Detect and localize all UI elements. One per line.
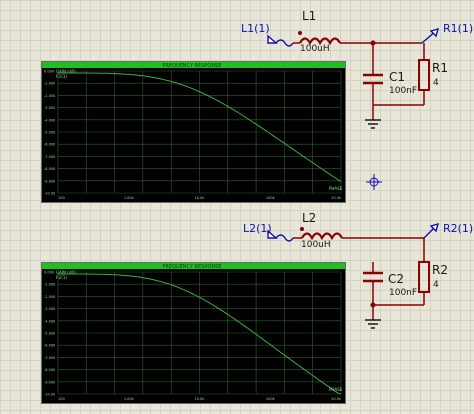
y-tick-label: -5.000 [44, 131, 55, 135]
x-tick-label: 1.00k [124, 196, 135, 200]
graph-2-y-ticks: 0.000 -1.000 -2.000 -3.000 -4.000 -5.000 -6.00… [44, 271, 55, 397]
resistor-r2-value: 4 [433, 280, 439, 290]
y-tick-label: -1.000 [44, 283, 55, 287]
inductor-l1-value: 100uH [300, 44, 330, 54]
circuit-1[interactable] [267, 27, 440, 129]
y-tick-label: -4.000 [44, 319, 55, 323]
resistor-r2[interactable] [418, 261, 430, 293]
y-tick-label: -3.000 [44, 307, 55, 311]
y-tick-label: 0.000 [44, 271, 54, 275]
circuit-2[interactable] [267, 222, 440, 329]
y-tick-label: -6.000 [44, 143, 55, 147]
graph-1-title: FREQUENCY RESPONSE [163, 63, 222, 69]
capacitor-c1-value: 100nF [389, 86, 418, 96]
inductor-l2-value: 100uH [301, 240, 331, 250]
graph-2-x-ticks: 100 1.00k 10.0k 100k 10.0k [58, 397, 342, 401]
probe-l2-icon[interactable] [267, 229, 294, 242]
y-tick-label: -9.000 [44, 179, 55, 183]
y-tick-label: 0.000 [44, 70, 54, 74]
graph-1-header-bar [42, 62, 345, 68]
resistor-r1[interactable] [418, 59, 430, 91]
y-tick-label: -4.000 [44, 118, 55, 122]
y-tick-label: -2.000 [44, 94, 55, 98]
inductor-l2-name: L2 [302, 211, 317, 225]
graph-2-canvas: FREQUENCY RESPONSE GAIN (dB) R2(1) 0.000… [42, 263, 345, 401]
y-tick-label: -8.000 [44, 368, 55, 372]
capacitor-c2-name: C2 [388, 272, 405, 286]
y-tick-label: -7.000 [44, 155, 55, 159]
x-tick-label: 10.0k [331, 196, 342, 200]
graph-1-corner-label: PHASE [329, 186, 343, 191]
inductor-l2-pin-dot [300, 227, 304, 231]
crosshair-cursor-icon [366, 174, 382, 190]
y-tick-label: -6.000 [44, 344, 55, 348]
frequency-response-graph-2[interactable]: FREQUENCY RESPONSE GAIN (dB) R2(1) 0.000… [41, 262, 346, 404]
x-tick-label: 100 [58, 397, 65, 401]
inductor-l1[interactable] [299, 37, 341, 46]
probe-l1-label: L1(1) [241, 22, 270, 35]
y-tick-label: -7.000 [44, 356, 55, 360]
probe-r1-icon[interactable] [421, 27, 440, 44]
graph-2-trace-sub: R2(1) [56, 275, 67, 280]
graph-2-title: FREQUENCY RESPONSE [163, 264, 222, 270]
ground-2-icon [365, 319, 381, 329]
inductor-l1-pin-dot [298, 31, 302, 35]
graph-2-trace-label: GAIN (dB) [56, 270, 76, 275]
graph-1-canvas: FREQUENCY RESPONSE GAIN (dB) R1(1) 0.000… [42, 62, 345, 200]
x-tick-label: 100k [266, 397, 276, 401]
y-tick-label: -10.00 [44, 393, 55, 397]
resistor-r2-name: R2 [432, 263, 448, 277]
junction-2 [370, 302, 376, 308]
resistor-r1-value: 4 [433, 78, 439, 88]
capacitor-c2-value: 100nF [389, 288, 418, 298]
graph-2-grid [57, 271, 342, 395]
graph-1-x-ticks: 100 1.00k 10.0k 100k 10.0k [58, 196, 342, 200]
capacitor-c1-name: C1 [389, 70, 406, 84]
y-tick-label: -1.000 [44, 82, 55, 86]
graph-2-header-bar [42, 263, 345, 269]
graph-1-trace-label: GAIN (dB) [56, 69, 76, 74]
probe-r1-label: R1(1) [443, 22, 474, 35]
capacitor-c2[interactable] [363, 271, 383, 283]
x-tick-label: 100 [58, 196, 65, 200]
y-tick-label: -8.000 [44, 167, 55, 171]
frequency-response-graph-1[interactable]: FREQUENCY RESPONSE GAIN (dB) R1(1) 0.000… [41, 61, 346, 203]
x-tick-label: 10.0k [195, 196, 206, 200]
probe-r2-label: R2(1) [443, 222, 474, 235]
y-tick-label: -2.000 [44, 295, 55, 299]
y-tick-label: -10.00 [44, 192, 55, 196]
ground-1-icon [365, 119, 381, 129]
graph-1-grid [57, 70, 342, 194]
x-tick-label: 10.0k [195, 397, 206, 401]
probe-l1-icon[interactable] [267, 34, 294, 47]
inductor-l2[interactable] [301, 232, 343, 241]
probe-l2-label: L2(1) [243, 222, 272, 235]
capacitor-c1[interactable] [363, 73, 383, 85]
inductor-l1-name: L1 [302, 9, 317, 23]
graph-1-trace-sub: R1(1) [56, 74, 67, 79]
x-tick-label: 100k [266, 196, 276, 200]
x-tick-label: 1.00k [124, 397, 135, 401]
graph-2-gain-trace [58, 273, 342, 395]
graph-1-gain-trace [58, 72, 342, 183]
resistor-r1-name: R1 [432, 61, 448, 75]
probe-r2-icon[interactable] [423, 222, 440, 239]
y-tick-label: -5.000 [44, 332, 55, 336]
x-tick-label: 10.0k [331, 397, 342, 401]
y-tick-label: -3.000 [44, 106, 55, 110]
y-tick-label: -9.000 [44, 380, 55, 384]
graph-2-corner-label: PHASE [329, 387, 343, 392]
graph-1-y-ticks: 0.000 -1.000 -2.000 -3.000 -4.000 -5.000 -6.00… [44, 70, 55, 196]
